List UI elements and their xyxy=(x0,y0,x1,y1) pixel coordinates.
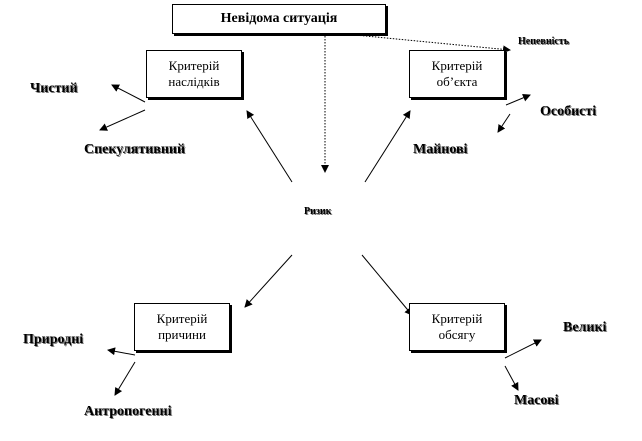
cause-criterion-box: Критерій причини xyxy=(134,303,230,351)
object-criterion-box: Критерій об’єкта xyxy=(409,50,505,98)
natural-risk-label: Природні xyxy=(23,332,84,347)
arrow-to-natural xyxy=(107,347,136,356)
arrow-to-mass xyxy=(504,365,519,391)
consequences-criterion-label: Критерій наслідків xyxy=(168,57,220,89)
scale-criterion-label: Критерій обсягу xyxy=(431,310,483,342)
consequences-criterion-box: Критерій наслідків xyxy=(146,50,242,98)
arrow-to-uncertainty xyxy=(344,33,511,54)
cause-criterion-label: Критерій причини xyxy=(156,310,208,342)
arrow-to-object xyxy=(364,110,411,183)
scale-criterion-box: Критерій обсягу xyxy=(409,303,505,351)
object-criterion-label: Критерій об’єкта xyxy=(431,57,483,89)
arrow-to-large xyxy=(504,339,542,359)
pure-risk-label: Чистий xyxy=(30,81,78,96)
large-risk-label: Великі xyxy=(563,320,607,335)
arrow-to-anthropogenic xyxy=(114,361,136,396)
arrow-to-pure xyxy=(111,84,146,103)
anthropogenic-risk-label: Антропогенні xyxy=(84,404,172,419)
speculative-risk-label: Спекулятивний xyxy=(84,142,186,157)
unknown-situation-label: Невідома ситуація xyxy=(220,11,338,27)
uncertainty-label: Непевність xyxy=(518,36,569,47)
risk-center-label: Ризик xyxy=(304,206,332,217)
property-risk-label: Майнові xyxy=(413,142,468,157)
unknown-situation-box: Невідома ситуація xyxy=(172,4,386,34)
mass-risk-label: Масові xyxy=(514,393,559,408)
arrow-to-property xyxy=(497,113,511,133)
arrow-to-consequences xyxy=(246,110,293,183)
arrow-to-cause xyxy=(244,254,293,308)
personal-risk-label: Особисті xyxy=(540,104,597,119)
arrow-to-speculative xyxy=(99,109,146,131)
arrow-to-scale xyxy=(361,254,413,316)
arrow-to-personal xyxy=(505,94,531,106)
